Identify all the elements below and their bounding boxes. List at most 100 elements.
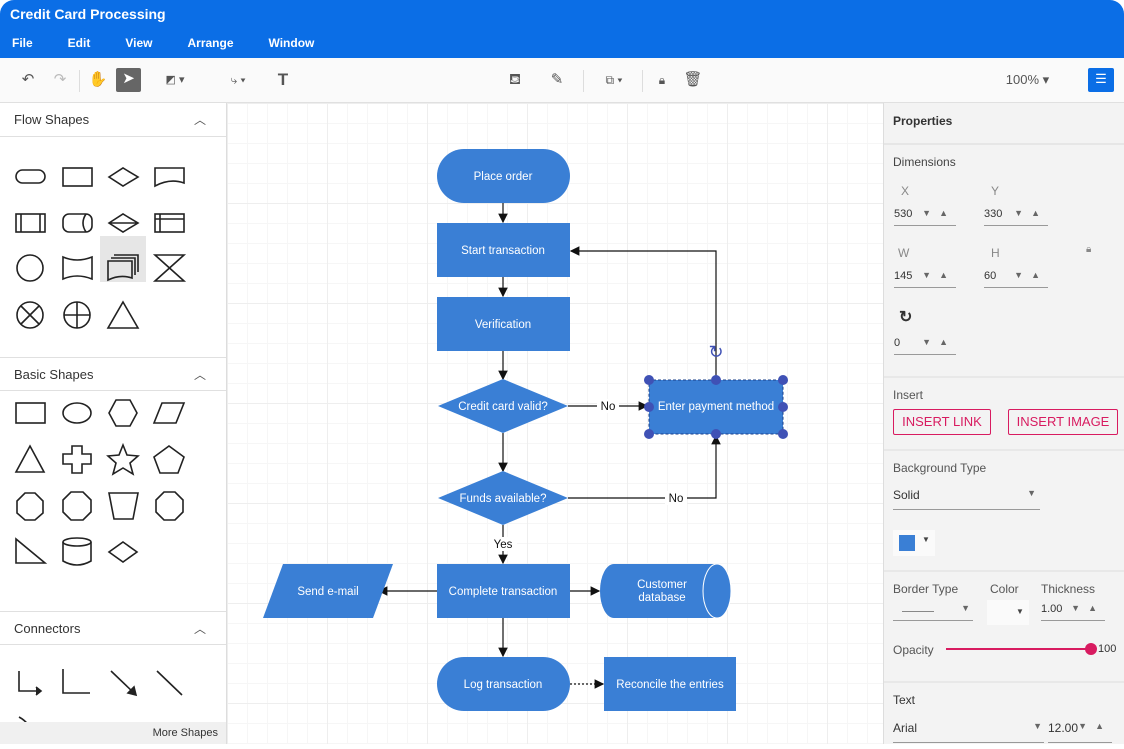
extract-shape[interactable] xyxy=(106,300,140,329)
resize-handle[interactable] xyxy=(778,429,788,439)
connectors-header[interactable]: Connectors︿ xyxy=(0,611,226,645)
menu-edit[interactable]: Edit xyxy=(67,36,91,50)
more-shapes-button[interactable]: More Shapes xyxy=(0,722,226,744)
connector-funds-enter[interactable] xyxy=(568,434,721,499)
background-type-dropdown[interactable]: Solid▼ xyxy=(893,486,1040,510)
rectangle-shape[interactable] xyxy=(15,402,46,424)
tape-shape[interactable] xyxy=(62,255,93,281)
shapes-dropdown-icon[interactable]: ◩ ▾ xyxy=(165,74,185,86)
select-pointer-icon[interactable]: ➤ xyxy=(116,68,141,92)
or-shape[interactable] xyxy=(63,301,91,329)
predefined-process-shape[interactable] xyxy=(15,213,46,233)
parallelogram-shape[interactable] xyxy=(152,402,186,424)
trapezoid-shape[interactable] xyxy=(108,492,139,520)
thickness-input[interactable]: 1.00▼▲ xyxy=(1041,601,1105,621)
stepper-arrows-icon[interactable]: ▼▲ xyxy=(1014,270,1048,280)
cylinder-shape[interactable] xyxy=(62,537,92,566)
stepper-arrows-icon[interactable]: ▼▲ xyxy=(922,208,956,218)
fill-bucket-icon[interactable]: ⛾ xyxy=(508,71,522,88)
x-input[interactable]: 530▼▲ xyxy=(894,206,956,226)
opacity-slider-thumb[interactable] xyxy=(1085,643,1097,655)
stepper-arrows-icon[interactable]: ▼▲ xyxy=(1014,208,1048,218)
collate-shape[interactable] xyxy=(152,254,187,282)
node-log-transaction[interactable] xyxy=(437,657,570,711)
node-funds-available[interactable] xyxy=(438,471,568,525)
pen-icon[interactable]: ✎ xyxy=(550,71,564,88)
pan-hand-icon[interactable]: ✋ xyxy=(88,71,108,88)
star-shape[interactable] xyxy=(106,442,140,476)
insert-link-button[interactable]: INSERT LINK xyxy=(893,409,991,435)
node-send-email[interactable] xyxy=(263,564,393,618)
resize-handle[interactable] xyxy=(711,429,721,439)
stepper-arrows-icon[interactable]: ▼▲ xyxy=(1078,721,1112,731)
right-triangle-shape[interactable] xyxy=(15,537,48,564)
triangle-shape[interactable] xyxy=(14,444,46,473)
basic-shapes-header[interactable]: Basic Shapes︿ xyxy=(0,357,226,391)
menu-window[interactable]: Window xyxy=(268,36,315,50)
node-place-order[interactable] xyxy=(437,149,570,203)
heptagon-shape[interactable] xyxy=(16,492,44,521)
menu-arrange[interactable]: Arrange xyxy=(187,36,234,50)
y-input[interactable]: 330▼▲ xyxy=(984,206,1048,226)
insert-image-button[interactable]: INSERT IMAGE xyxy=(1008,409,1118,435)
font-size-input[interactable]: 12.00▼▲ xyxy=(1048,719,1112,743)
resize-handle[interactable] xyxy=(778,402,788,412)
resize-handle[interactable] xyxy=(644,402,654,412)
decagon-shape[interactable] xyxy=(155,491,184,521)
lock-icon[interactable]: 🔒︎ xyxy=(658,73,666,87)
plus-shape[interactable] xyxy=(62,445,92,474)
w-input[interactable]: 145▼▲ xyxy=(894,268,956,288)
node-customer-database[interactable] xyxy=(600,563,732,619)
menu-file[interactable]: File xyxy=(12,36,33,50)
sort-shape[interactable] xyxy=(107,213,140,233)
resize-handle[interactable] xyxy=(711,375,721,385)
node-complete-transaction[interactable] xyxy=(437,564,570,618)
redo-icon[interactable]: ↷ xyxy=(53,71,67,88)
orthogonal-arrow-connector[interactable] xyxy=(18,671,43,696)
h-input[interactable]: 60▼▲ xyxy=(984,268,1048,288)
node-reconcile[interactable] xyxy=(604,657,736,711)
border-color-picker[interactable]: ▼ xyxy=(987,600,1029,625)
node-start-transaction[interactable] xyxy=(437,223,570,277)
border-type-dropdown[interactable]: ▼ xyxy=(893,601,973,621)
aspect-lock-icon[interactable]: 🔒︎ xyxy=(1086,244,1092,255)
opacity-slider[interactable] xyxy=(946,643,1097,655)
connector-enter-start[interactable] xyxy=(569,246,717,379)
node-verification[interactable] xyxy=(437,297,570,351)
stepper-arrows-icon[interactable]: ▼▲ xyxy=(922,270,956,280)
orthogonal-connector[interactable] xyxy=(62,669,90,694)
straight-connector[interactable] xyxy=(156,670,183,696)
resize-handle[interactable] xyxy=(778,375,788,385)
resize-handle[interactable] xyxy=(644,375,654,385)
connector-dropdown-icon[interactable]: ⤷ ▾ xyxy=(230,73,246,87)
document-shape[interactable] xyxy=(154,167,185,188)
diagram-canvas[interactable]: No No Yes Place order Start transaction … xyxy=(227,103,883,744)
rotate-handle-icon[interactable]: ↻ xyxy=(708,342,723,362)
flow-shapes-header[interactable]: Flow Shapes︿ xyxy=(0,103,226,137)
internal-storage-shape[interactable] xyxy=(154,213,185,233)
process-shape[interactable] xyxy=(62,167,93,187)
rotation-input[interactable]: 0▼▲ xyxy=(894,335,956,355)
pentagon-shape[interactable] xyxy=(153,445,185,474)
stepper-arrows-icon[interactable]: ▼▲ xyxy=(1071,603,1105,613)
text-tool-icon[interactable]: T xyxy=(277,70,289,89)
stored-data-shape[interactable] xyxy=(62,213,93,233)
zoom-dropdown[interactable]: 100% ▾ xyxy=(1005,72,1050,87)
undo-icon[interactable]: ↶ xyxy=(21,71,35,88)
octagon-shape[interactable] xyxy=(62,491,92,521)
background-color-picker[interactable]: ▼ xyxy=(893,530,935,556)
hexagon-shape[interactable] xyxy=(108,399,138,427)
properties-toggle-icon[interactable]: ☰ xyxy=(1088,68,1114,92)
summing-junction-shape[interactable] xyxy=(16,301,44,329)
resize-handle[interactable] xyxy=(644,429,654,439)
straight-arrow-connector[interactable] xyxy=(110,670,138,697)
stepper-arrows-icon[interactable]: ▼▲ xyxy=(922,337,956,347)
node-credit-card-valid[interactable] xyxy=(438,379,568,433)
multi-document-shape[interactable] xyxy=(107,254,139,282)
decision-shape[interactable] xyxy=(107,167,140,187)
font-family-dropdown[interactable]: Arial▼ xyxy=(893,719,1044,743)
delete-icon[interactable]: 🗑︎ xyxy=(683,71,703,88)
connector-circle-shape[interactable] xyxy=(16,254,44,282)
diamond-shape[interactable] xyxy=(107,541,139,563)
ellipse-shape[interactable] xyxy=(62,402,92,424)
